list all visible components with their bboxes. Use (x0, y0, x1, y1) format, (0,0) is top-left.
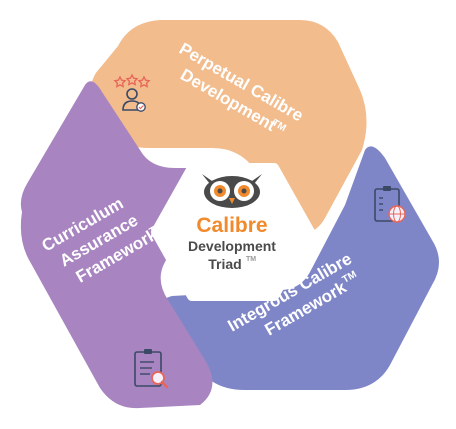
center-tm: TM (246, 256, 256, 263)
center-subtitle-line2: Triad (208, 256, 241, 272)
owl-logo-icon (202, 174, 262, 208)
center-title: Calibre (196, 214, 267, 237)
clipboard-globe-icon (374, 186, 406, 223)
segment-perpetual (91, 20, 367, 232)
segment-integrous (161, 146, 439, 390)
center-subtitle-line1: Development (188, 238, 276, 254)
user-rating-icon (113, 73, 151, 112)
clipboard-search-icon (134, 349, 169, 389)
center-hexagon (151, 163, 315, 301)
segment-curriculum (20, 81, 214, 409)
